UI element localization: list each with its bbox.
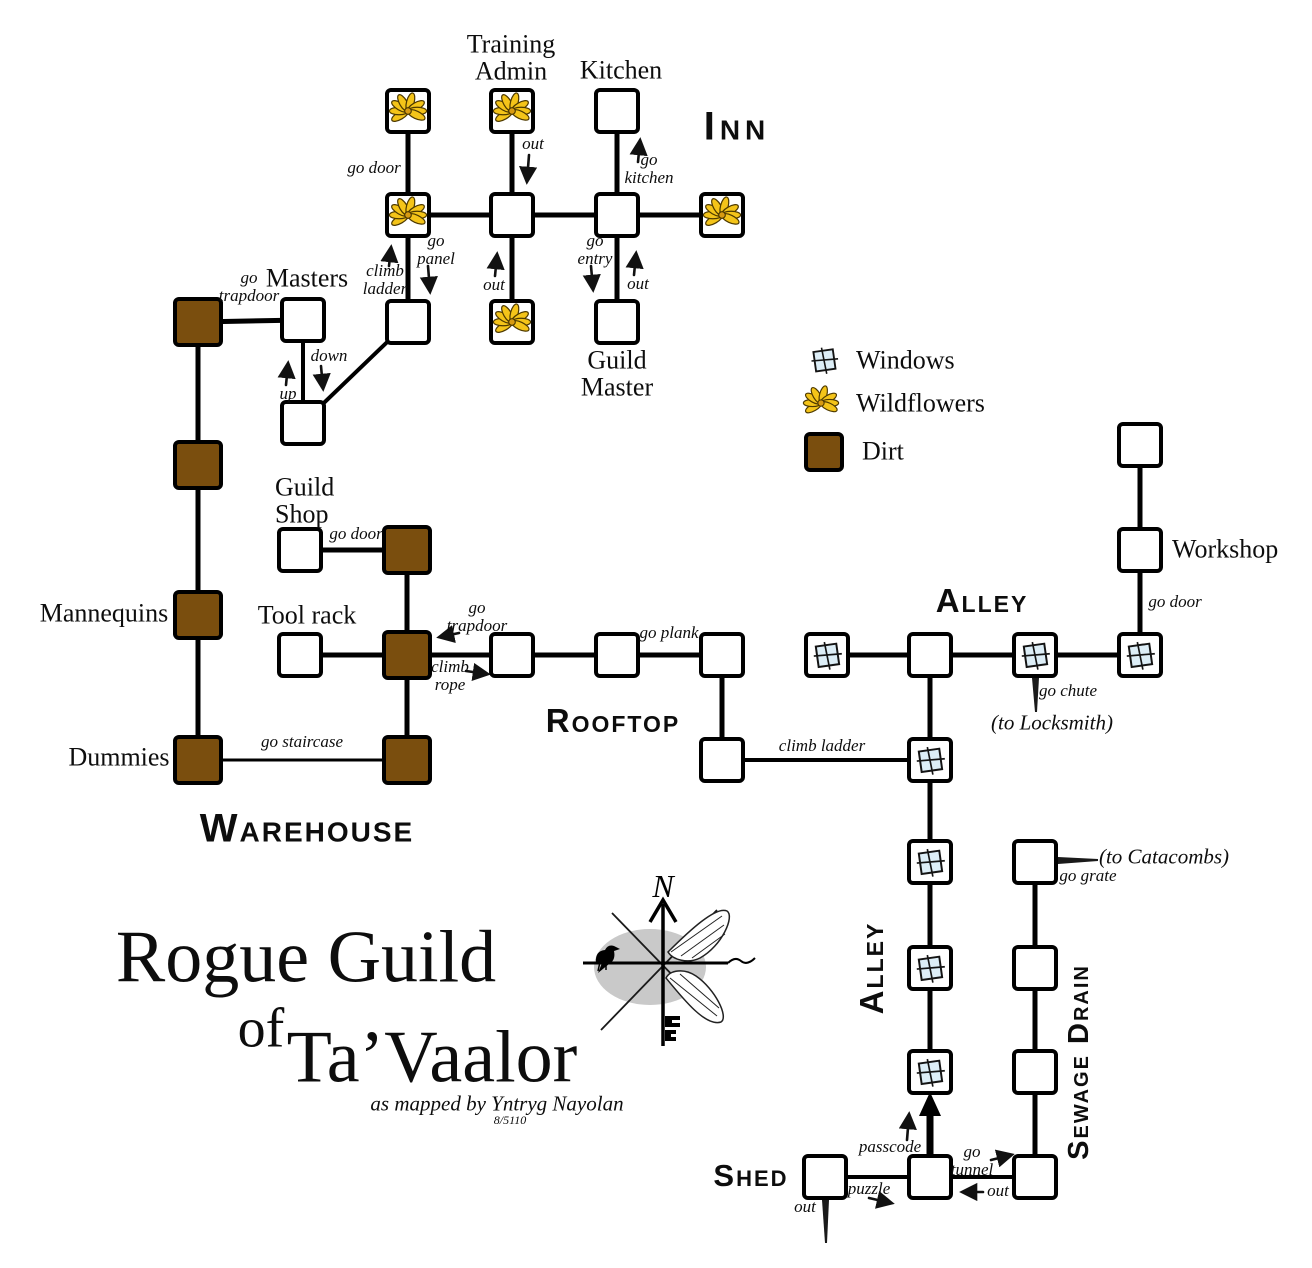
edge-label-go-tunnel: go tunnel — [950, 1142, 994, 1179]
passcode-arrow — [919, 1092, 941, 1160]
map-title-of: of — [237, 997, 285, 1060]
edge-label-flower-out: out — [483, 275, 505, 295]
edge-label-go-chute: go chute — [1038, 681, 1098, 701]
edge-label-climb-ladder-inn: climb ladder — [362, 261, 408, 298]
exit-stubs — [822, 678, 1098, 1243]
area-title-sewage-drain: Sewage Drain — [1063, 964, 1096, 1160]
edge-label-shed-out: out — [794, 1197, 816, 1217]
edge-label-go-staircase: go staircase — [260, 732, 344, 752]
edge-label-roof-climb-ladder: climb ladder — [778, 736, 866, 756]
edge-label-masters-go-trapdoor: go trapdoor — [218, 268, 280, 305]
north-arrowhead — [648, 896, 678, 923]
edge-label-up: up — [279, 384, 297, 404]
edge-label-to-catacombs: (to Catacombs) — [1098, 844, 1230, 869]
compass-rose: N — [583, 868, 756, 1046]
room-label-workshop: Workshop — [1172, 534, 1279, 564]
edge-label-climb-rope: climb rope — [431, 657, 469, 694]
legend-label-wildflowers: Wildflowers — [856, 388, 985, 418]
room-label-guild-master: Guild Master — [580, 345, 654, 401]
shed-out-stub — [822, 1200, 829, 1243]
room-label-training-admin: Training Admin — [466, 29, 556, 85]
map-title-line2: Ta’Vaalor — [286, 1016, 578, 1099]
map-credit: as mapped by Yntryg Nayolan — [370, 1091, 624, 1116]
window-icon — [806, 342, 842, 378]
edge-label-sewer-out: out — [987, 1181, 1009, 1201]
edge-label-workshop-go-door: go door — [1148, 592, 1202, 612]
edge-label-go-entry: go entry — [577, 231, 613, 268]
area-title-alley-vertical: Alley — [853, 921, 891, 1015]
compass-north-label: N — [651, 868, 675, 904]
area-title-warehouse: Warehouse — [199, 806, 415, 851]
area-title-shed: Shed — [713, 1158, 789, 1194]
catacombs-grate-stub — [1058, 857, 1098, 864]
legend-label-dirt: Dirt — [862, 436, 904, 466]
edge-label-inn-go-door: go door — [347, 158, 401, 178]
edge-label-go-grate: go grate — [1059, 866, 1117, 886]
room-label-tool-rack: Tool rack — [257, 600, 357, 630]
edge-label-puzzle: puzzle — [847, 1179, 891, 1199]
locksmith-chute-stub — [1032, 678, 1039, 712]
edge-label-down: down — [310, 346, 348, 366]
area-title-alley: Alley — [935, 582, 1029, 620]
direction-arrows — [277, 137, 1015, 1209]
room-label-dummies: Dummies — [68, 742, 170, 772]
legend-label-windows: Windows — [856, 345, 955, 375]
compass-squiggle — [727, 957, 756, 964]
room-label-mannequins: Mannequins — [39, 598, 169, 628]
room-label-masters: Masters — [265, 263, 349, 293]
map-credit-date: 8/5110 — [493, 1112, 527, 1127]
room-label-kitchen: Kitchen — [579, 55, 663, 85]
edge-label-to-locksmith: (to Locksmith) — [991, 710, 1113, 735]
edge-label-passcode: passcode — [858, 1137, 922, 1157]
edge-label-shop-go-door: go door — [329, 524, 383, 544]
key-icon — [665, 1016, 680, 1041]
wildflower-icon — [800, 385, 842, 421]
edge-label-admin-out: out — [522, 134, 544, 154]
edge-label-go-plank: go plank — [639, 623, 699, 643]
dirt-swatch — [804, 432, 844, 472]
edge-label-go-panel: go panel — [417, 231, 455, 268]
edge-label-guildmaster-out: out — [627, 274, 649, 294]
area-title-inn: Inn — [703, 104, 771, 149]
area-title-rooftop: Rooftop — [545, 702, 681, 740]
edge-label-go-kitchen: go kitchen — [624, 150, 674, 187]
bird-icon — [592, 945, 620, 973]
room-label-guild-shop: Guild Shop — [275, 472, 335, 528]
edge-label-roof-go-trapdoor: go trapdoor — [446, 598, 508, 635]
map-title-line1: Rogue Guild — [115, 916, 497, 999]
